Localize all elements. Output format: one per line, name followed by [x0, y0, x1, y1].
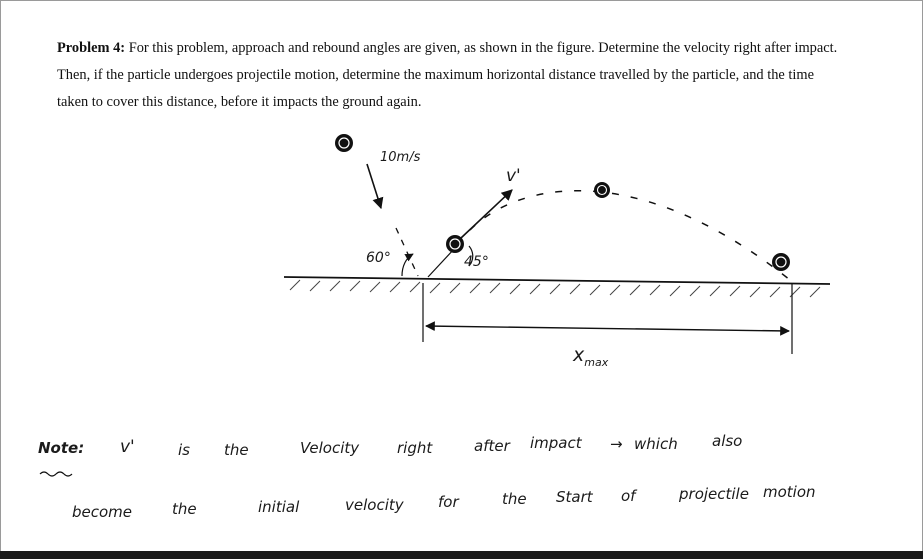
xmax-label: xmax — [573, 344, 608, 369]
note-word: impact — [530, 434, 582, 452]
xmax-subscript: max — [584, 355, 609, 369]
incoming-speed-label: 10m/s — [380, 150, 421, 165]
note-word: Start — [556, 488, 593, 506]
problem-heading: Problem 4: — [57, 40, 126, 56]
note-word: of — [621, 487, 636, 505]
note-word: Velocity — [300, 439, 360, 457]
note-label: Note: — [38, 439, 85, 457]
note-word: → — [610, 435, 623, 453]
particle-apex — [594, 182, 610, 198]
projectile-trajectory — [469, 189, 791, 281]
note-word: initial — [258, 498, 300, 516]
note-word: become — [72, 503, 133, 521]
note-word: also — [712, 432, 743, 450]
rebound-angle-arc — [468, 245, 474, 267]
note-underline — [39, 471, 73, 477]
note-word: the — [172, 500, 197, 518]
rebound-angle-label: 45° — [464, 254, 489, 270]
note-word: the — [224, 441, 249, 459]
rebound-velocity-label: v' — [506, 166, 521, 186]
rebound-velocity-arrow — [460, 189, 513, 239]
incoming-velocity-arrow — [366, 163, 384, 210]
approach-angle-label: 60° — [366, 250, 391, 266]
problem-statement: Problem 4: For this problem, approach an… — [57, 35, 847, 116]
note-word: velocity — [345, 496, 404, 514]
rebound-line — [427, 247, 456, 278]
note-word: v' — [120, 437, 135, 457]
note-word: after — [474, 437, 510, 455]
xmax-symbol: x — [573, 344, 585, 366]
bottom-bar — [0, 551, 923, 559]
particle-incoming — [335, 134, 353, 152]
note-word: which — [634, 435, 678, 453]
problem-text: For this problem, approach and rebound a… — [57, 40, 838, 110]
note-word: motion — [763, 483, 816, 501]
note-word: projectile — [679, 485, 749, 503]
approach-path — [395, 227, 419, 277]
approach-angle-arc — [401, 253, 414, 277]
particle-impact — [446, 235, 464, 253]
particle-landing — [772, 253, 790, 271]
note-word: is — [178, 441, 190, 459]
note-word: for — [438, 493, 459, 511]
note-word: right — [397, 439, 433, 457]
xmax-dimension — [422, 283, 793, 354]
ground — [283, 276, 831, 298]
note-word: the — [502, 490, 527, 508]
